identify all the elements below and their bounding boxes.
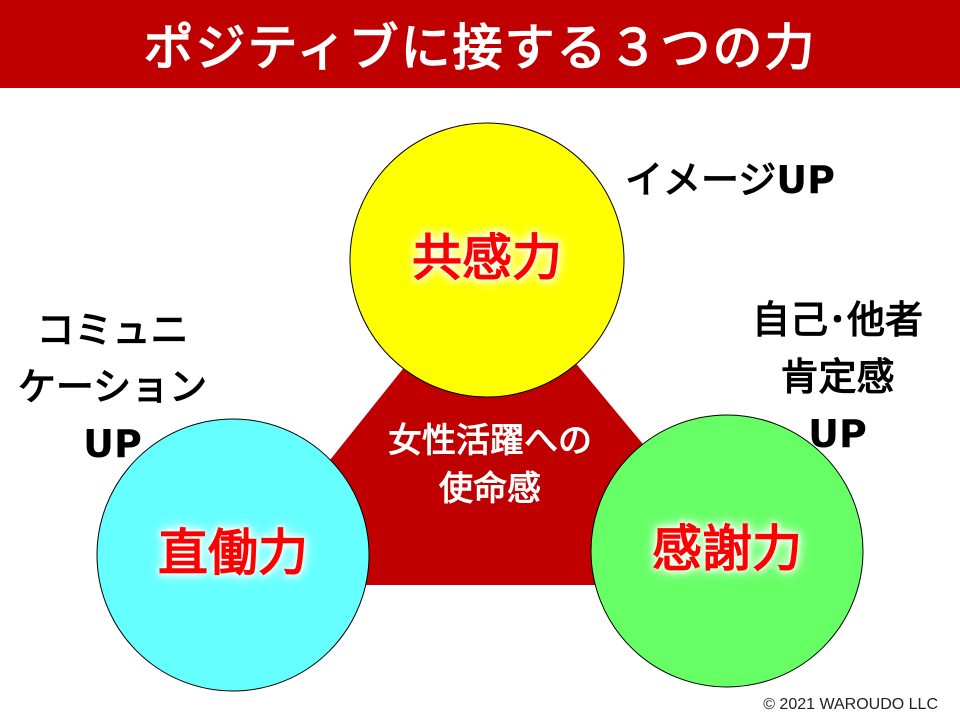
- node-label-top: 共感力: [412, 229, 562, 287]
- title-banner: ポジティブに接する３つの力: [0, 0, 960, 88]
- circle-top: [349, 122, 625, 398]
- outcome-left: コミュニ ケーション UP: [0, 302, 225, 473]
- node-label-right: 感謝力: [652, 520, 802, 578]
- circle-left: [96, 418, 370, 692]
- outcome-line: ケーション: [17, 365, 208, 409]
- outcome-line: コミュニ: [36, 308, 189, 352]
- page-title: ポジティブに接する３つの力: [143, 19, 817, 77]
- outcome-line: イメージUP: [625, 158, 835, 202]
- node-label-left: 直働力: [158, 524, 308, 582]
- outcome-top-right: イメージUP: [600, 152, 860, 209]
- center-label-line: 女性活躍への: [388, 421, 592, 461]
- outcome-line: 肯定感: [780, 355, 895, 399]
- outcome-right: 自己･他者 肯定感 UP: [715, 292, 960, 463]
- outcome-line: 自己･他者: [751, 298, 923, 342]
- outcome-line: UP: [83, 422, 142, 466]
- center-label-line: 使命感: [439, 468, 541, 509]
- outcome-line: UP: [808, 412, 867, 456]
- center-label: 女性活躍への 使命感: [340, 418, 640, 513]
- circle-right: [590, 414, 864, 688]
- copyright-notice: © 2021 WAROUDO LLC: [763, 696, 938, 713]
